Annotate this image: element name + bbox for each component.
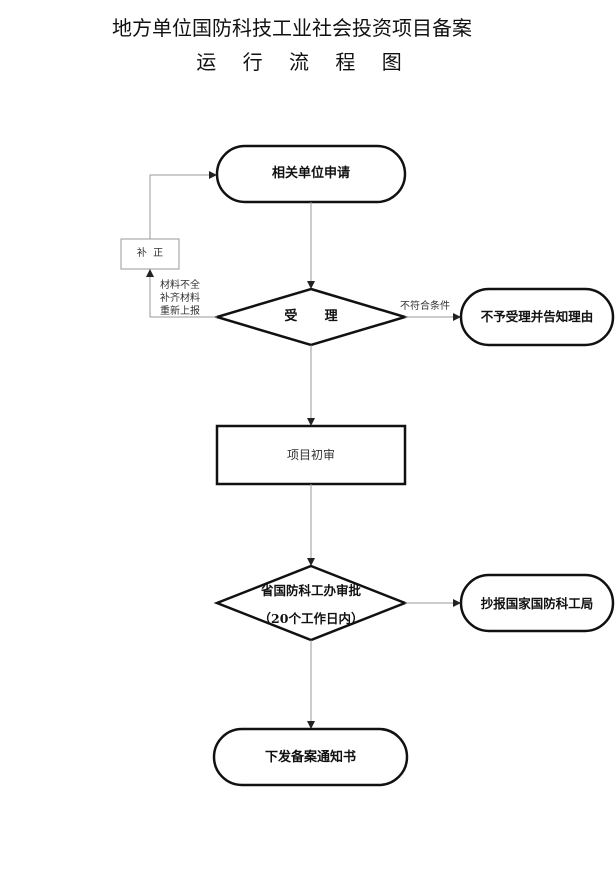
correct-label: 补 正 bbox=[136, 248, 164, 259]
review-label: 项目初审 bbox=[286, 448, 335, 462]
page-title: 地方单位国防科技工业社会投资项目备案 bbox=[112, 16, 472, 40]
edge-correct-apply bbox=[149, 171, 217, 239]
incomplete-note-2: 补齐材料 bbox=[160, 293, 200, 304]
incomplete-note-3: 重新上报 bbox=[160, 306, 200, 317]
reject-node bbox=[459, 287, 615, 347]
report-label: 抄报国家国防科工局 bbox=[480, 596, 594, 611]
issue-node bbox=[212, 727, 409, 787]
accept-label: 受 理 bbox=[284, 309, 338, 324]
apply-label: 相关单位申请 bbox=[271, 166, 350, 181]
approve-label-line2: （20个工作日内） bbox=[258, 611, 364, 626]
page-subtitle: 运 行 流 程 图 bbox=[196, 50, 412, 74]
issue-label: 下发备案通知书 bbox=[264, 750, 356, 765]
report-node bbox=[459, 573, 615, 633]
incomplete-note-1: 材料不全 bbox=[160, 280, 200, 291]
edge-accept-correct bbox=[146, 269, 217, 318]
reject-label: 不予受理并告知理由 bbox=[480, 309, 594, 324]
approve-label-line1: 省国防科工办审批 bbox=[260, 583, 361, 598]
approve-diamond bbox=[213, 564, 409, 642]
not-meet-label: 不符合条件 bbox=[400, 301, 450, 312]
